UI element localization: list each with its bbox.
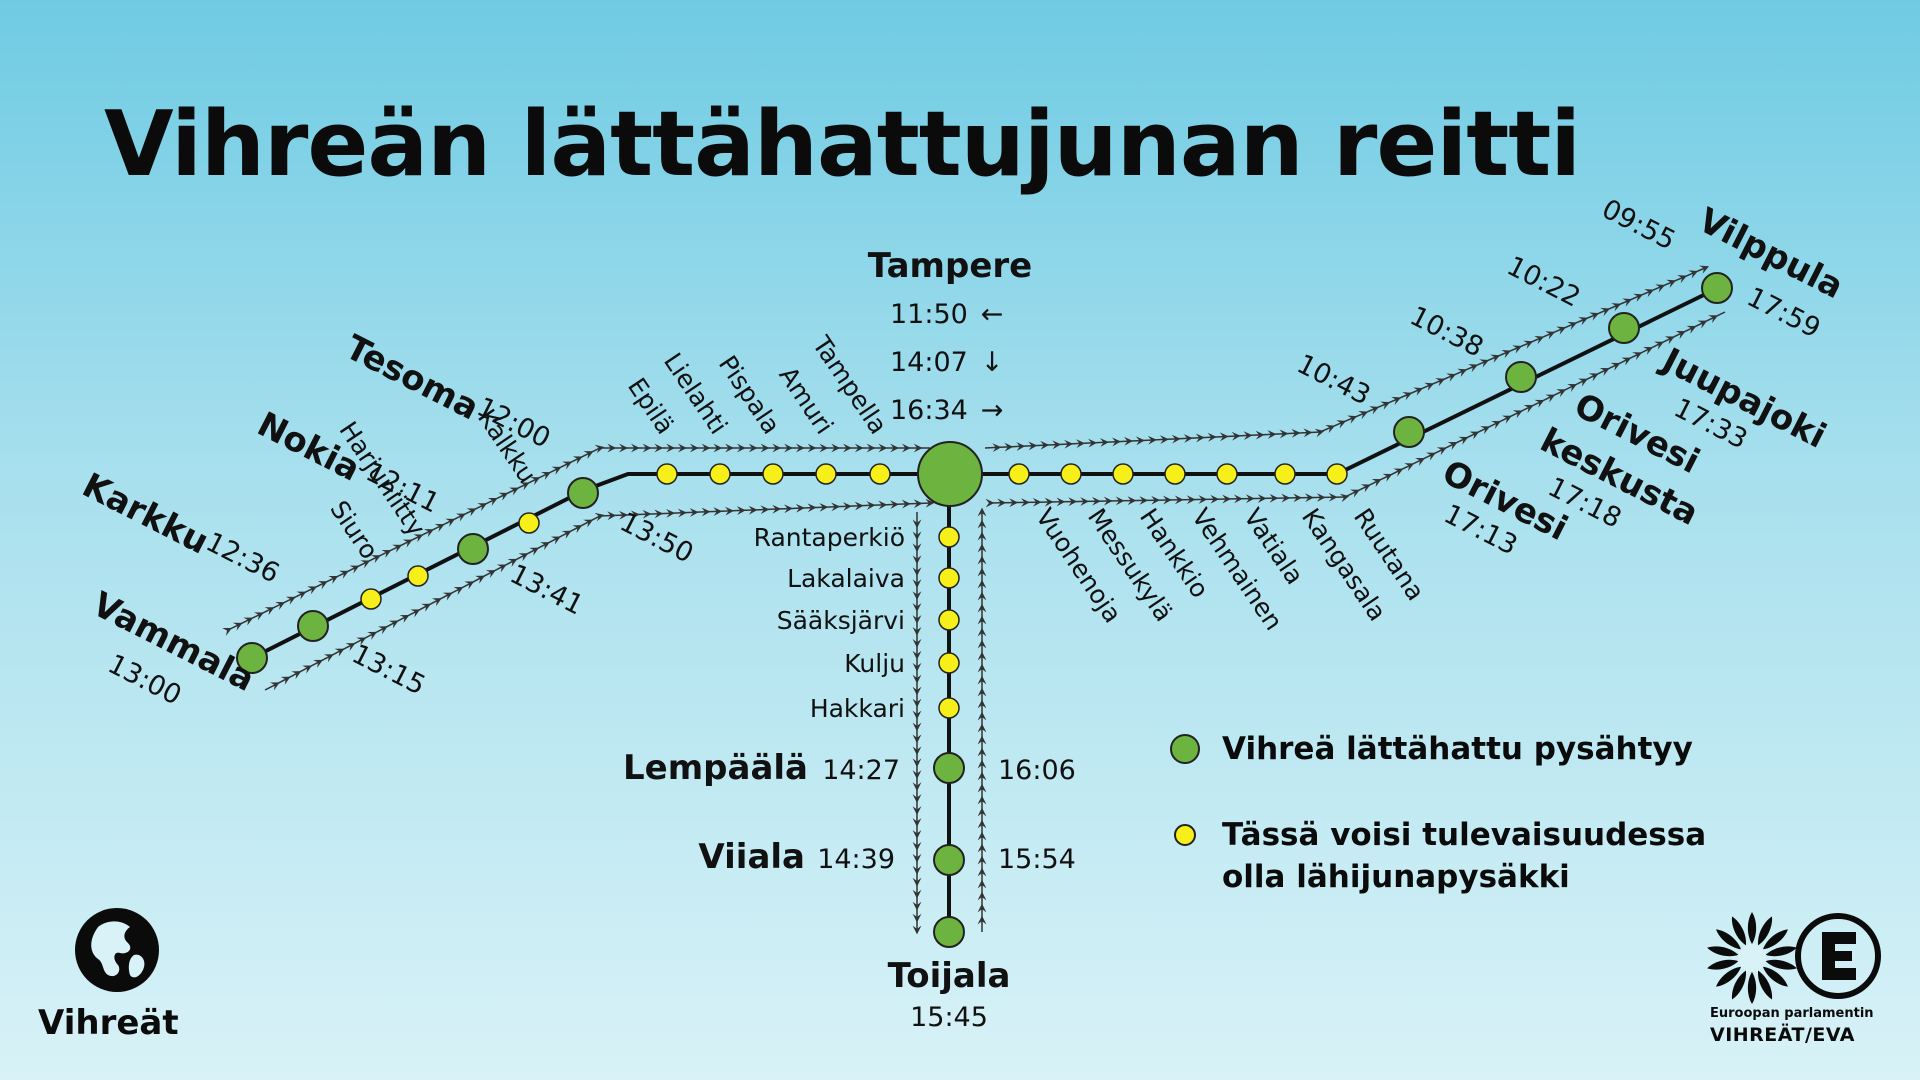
tampere-arrow-0: ← <box>981 299 1004 330</box>
stop-vammala <box>236 642 268 674</box>
arrows-westbound-east <box>985 311 1726 508</box>
time-juupajoki-back: 10:22 <box>1502 251 1585 314</box>
tampere-time-1: 14:07 <box>890 347 968 378</box>
stop-vuohenoja <box>1008 463 1030 485</box>
stop-viiala <box>933 844 965 876</box>
label-toijala: Toijala <box>888 956 1011 996</box>
direction-arrows <box>222 265 1726 935</box>
stop-karkku <box>297 610 329 642</box>
tampere-time-2: 16:34 <box>890 395 968 426</box>
stop-sääksjärvi <box>938 609 960 631</box>
time-viiala-back: 15:54 <box>998 844 1076 875</box>
eva-logo-line1: Euroopan parlamentin <box>1710 1006 1874 1021</box>
label-kulju: Kulju <box>844 649 905 678</box>
stop-kulju <box>938 652 960 674</box>
time-karkku-back: 13:15 <box>347 639 430 702</box>
page-title: Vihreän lättähattujunan reitti <box>104 92 1581 197</box>
time-karkku-out: 12:36 <box>201 527 284 590</box>
main-track <box>249 286 1719 661</box>
stop-kangasala <box>1274 463 1296 485</box>
stop-lielahti <box>709 463 731 485</box>
stop-pispala <box>762 463 784 485</box>
label-tampere: Tampere <box>868 246 1032 286</box>
stop-tampere <box>917 441 983 507</box>
stop-orivesi <box>1393 416 1425 448</box>
label-siuro: Siuro <box>324 495 384 564</box>
stop-messukylä <box>1060 463 1082 485</box>
stop-epilä <box>656 463 678 485</box>
time-lempaala-out: 14:27 <box>822 755 900 786</box>
eva-logo-line2: VIHREÄT/EVA <box>1710 1024 1856 1046</box>
legend-green-stop-icon <box>1170 734 1200 764</box>
stop-juupajoki <box>1608 312 1640 344</box>
tampere-arrow-1: ↓ <box>981 347 1004 378</box>
legend-item-future: Tässä voisi tulevaisuudessa olla lähijun… <box>1170 814 1706 898</box>
stop-hankkio <box>1112 463 1134 485</box>
arrows-eastbound-west <box>264 498 935 691</box>
vihreat-logo-text: Vihreät <box>38 1003 179 1043</box>
stop-kalkku <box>518 512 540 534</box>
stop-siuro <box>360 588 382 610</box>
legend-yellow-stop-icon <box>1174 824 1196 846</box>
label-lakalaiva: Lakalaiva <box>787 564 905 593</box>
stop-rantaperkiö <box>938 526 960 548</box>
time-orivesi-back: 10:43 <box>1292 349 1375 412</box>
stops <box>236 272 1733 948</box>
stop-orivesi-keskusta <box>1505 361 1537 393</box>
legend-label-main: Vihreä lättähattu pysähtyy <box>1222 731 1693 767</box>
stop-tesoma <box>567 477 599 509</box>
stop-vehmainen <box>1164 463 1186 485</box>
sunflower-e-icon <box>1707 912 1881 1004</box>
time-lempaala-back: 16:06 <box>998 755 1076 786</box>
legend-label-future-line1: Tässä voisi tulevaisuudessa <box>1222 817 1707 853</box>
stop-vatiala <box>1216 463 1238 485</box>
tampere-time-0: 11:50 <box>890 299 968 330</box>
label-tesoma: Tesoma <box>339 327 485 428</box>
stop-hakkari <box>938 697 960 719</box>
tampere-arrow-2: → <box>981 395 1004 426</box>
stop-lakalaiva <box>938 567 960 589</box>
time-nokia-back: 13:41 <box>505 559 588 622</box>
stop-vilppula <box>1701 272 1733 304</box>
stop-ruutana <box>1326 463 1348 485</box>
legend-item-main: Vihreä lättähattu pysähtyy <box>1170 728 1693 770</box>
time-tesoma-back: 13:50 <box>615 507 698 570</box>
time-vilppula-back: 09:55 <box>1597 194 1680 257</box>
stop-tampella <box>869 463 891 485</box>
label-lempaala: Lempäälä <box>623 748 808 788</box>
label-nokia: Nokia <box>251 404 366 489</box>
stop-lempäälä <box>933 752 965 784</box>
legend-label-future-line2: olla lähijunapysäkki <box>1222 859 1570 895</box>
time-orivesi-keskusta-back: 10:38 <box>1405 301 1488 364</box>
label-viiala: Viiala <box>698 837 805 877</box>
globe-face-icon <box>75 908 159 992</box>
time-toijala: 15:45 <box>910 1002 988 1033</box>
label-karkku: Karkku <box>76 465 215 562</box>
time-viiala-out: 14:39 <box>817 844 895 875</box>
stop-toijala <box>933 916 965 948</box>
stop-nokia <box>457 533 489 565</box>
stop-amuri <box>815 463 837 485</box>
label-rantaperkiö: Rantaperkiö <box>754 523 905 552</box>
label-hakkari: Hakkari <box>810 694 905 723</box>
legend-label-future: Tässä voisi tulevaisuudessa olla lähijun… <box>1200 814 1706 898</box>
stop-harjuniitty <box>407 565 429 587</box>
label-sääksjärvi: Sääksjärvi <box>777 606 905 635</box>
